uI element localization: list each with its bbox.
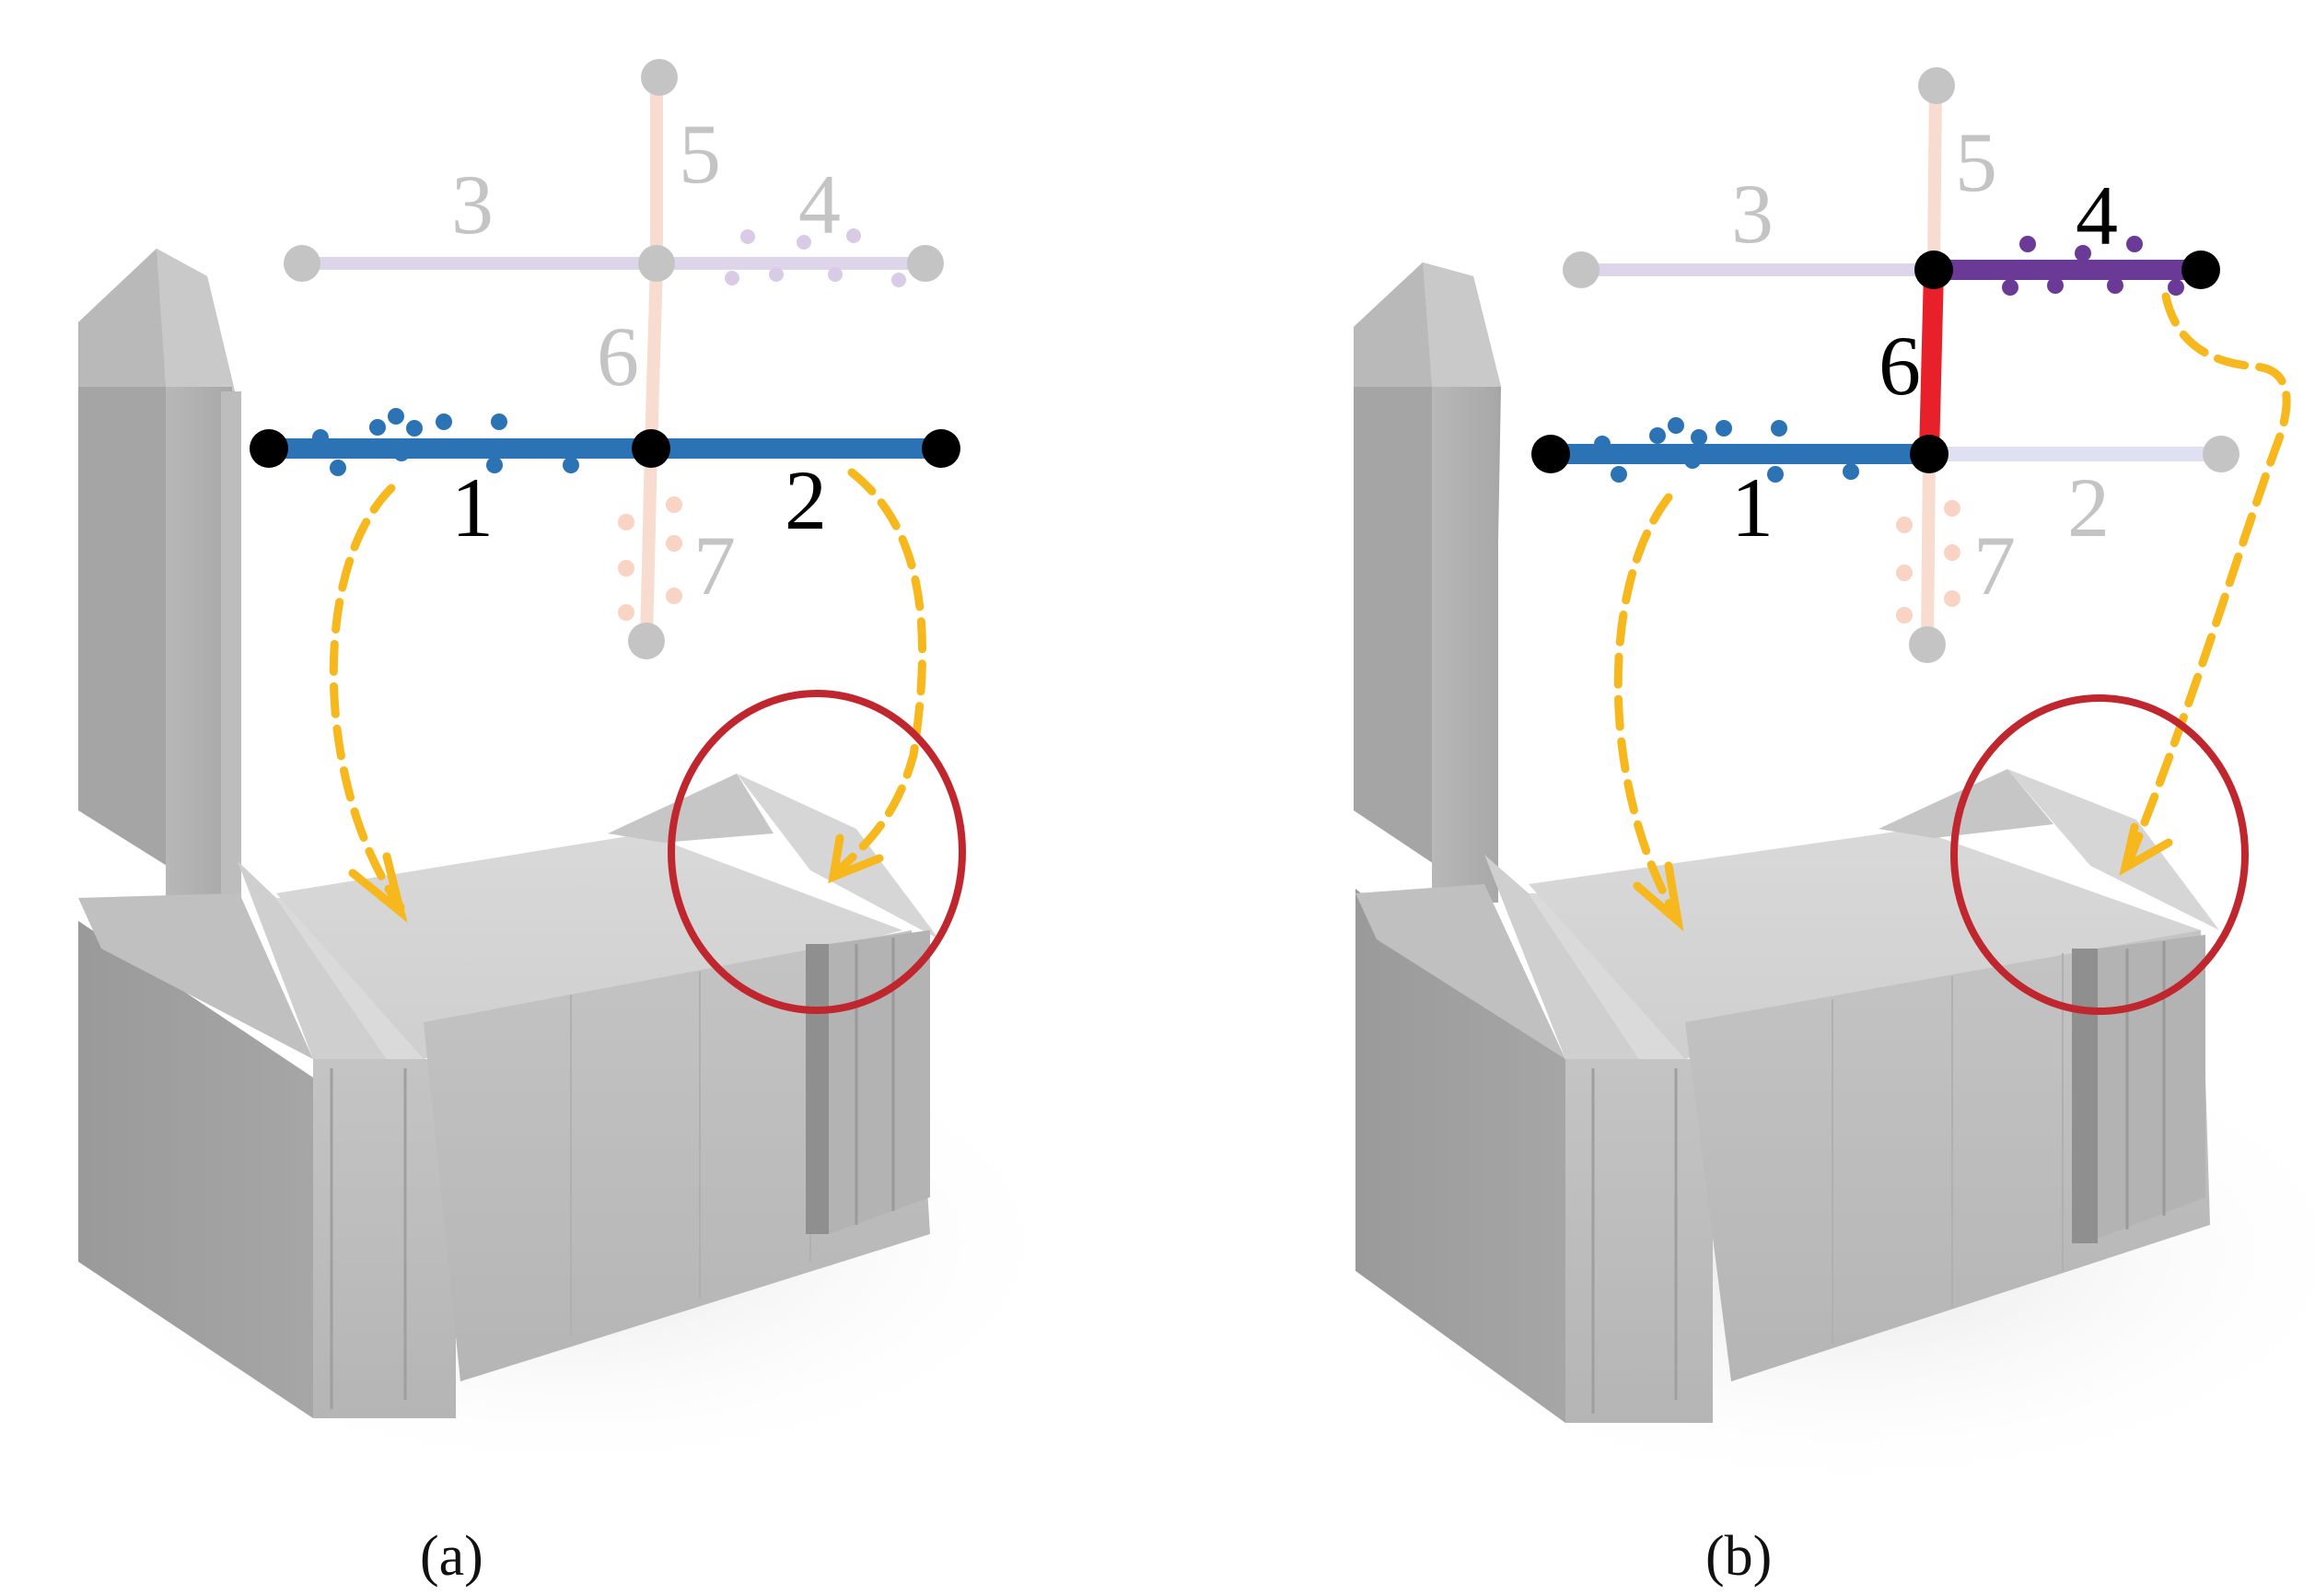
label-3-a: 3: [451, 157, 494, 251]
edge-6-b: [1919, 269, 1944, 455]
arrow-1-a: [329, 483, 405, 912]
highlight-circle-b: [1950, 694, 2249, 1015]
node-bottom-a: [628, 623, 665, 659]
label-2-a: 2: [785, 453, 827, 547]
node-left-a: [284, 245, 320, 282]
caption-a: (a): [420, 1525, 483, 1588]
node-right-a: [907, 245, 944, 282]
edge-7-b: [1921, 453, 1936, 646]
label-4-a: 4: [798, 157, 841, 251]
node-2-right-a: [922, 429, 960, 468]
node-1-left-b: [1531, 435, 1570, 473]
arrow-1-b: [1613, 493, 1682, 924]
graph-a: 3 4 5 6 7 1 2: [250, 59, 960, 659]
correspondence-arrows-b: [1613, 292, 2291, 924]
label-1-b: 1: [1731, 460, 1774, 554]
node-center-top-a: [638, 245, 675, 282]
edge-5-b: [1927, 85, 1942, 271]
node-top-a: [641, 59, 678, 96]
label-5-b: 5: [1955, 115, 1997, 209]
label-3-b: 3: [1731, 167, 1774, 261]
node-bottom-b: [1909, 626, 1946, 663]
label-4-b: 4: [2076, 169, 2118, 262]
node-1-2-a: [632, 429, 670, 468]
node-junction-b: [1910, 435, 1949, 473]
node-1-left-a: [250, 429, 288, 468]
arrow-2-a: [829, 468, 927, 880]
node-4-right-b: [2181, 250, 2220, 289]
label-6-a: 6: [597, 309, 639, 403]
graph-b: 3 4 5 6 7 1 2: [1531, 67, 2239, 663]
edge-6-a: [645, 262, 663, 449]
panel-b: 3 4 5 6 7 1 2: [1317, 67, 2315, 1501]
building-model-a: [55, 249, 1087, 1483]
label-6-b: 6: [1879, 319, 1921, 413]
label-5-a: 5: [679, 107, 721, 201]
node-top-b: [1918, 67, 1955, 104]
label-7-a: 7: [693, 518, 736, 612]
label-2-b: 2: [2067, 460, 2110, 554]
label-7-b: 7: [1973, 518, 2016, 612]
correspondence-arrows-a: [329, 468, 927, 912]
edge-7-a: [640, 448, 657, 642]
panel-a: 3 4 5 6 7 1 2: [55, 59, 1087, 1483]
highlight-circle-a: [668, 690, 966, 1014]
caption-b: (b): [1705, 1525, 1773, 1588]
label-1-a: 1: [451, 460, 494, 554]
arrow-4-b: [2123, 292, 2291, 870]
node-right-b: [2203, 436, 2239, 472]
building-model-b: [1317, 262, 2315, 1501]
node-6-4-b: [1914, 250, 1953, 289]
node-left-b: [1563, 251, 1600, 288]
